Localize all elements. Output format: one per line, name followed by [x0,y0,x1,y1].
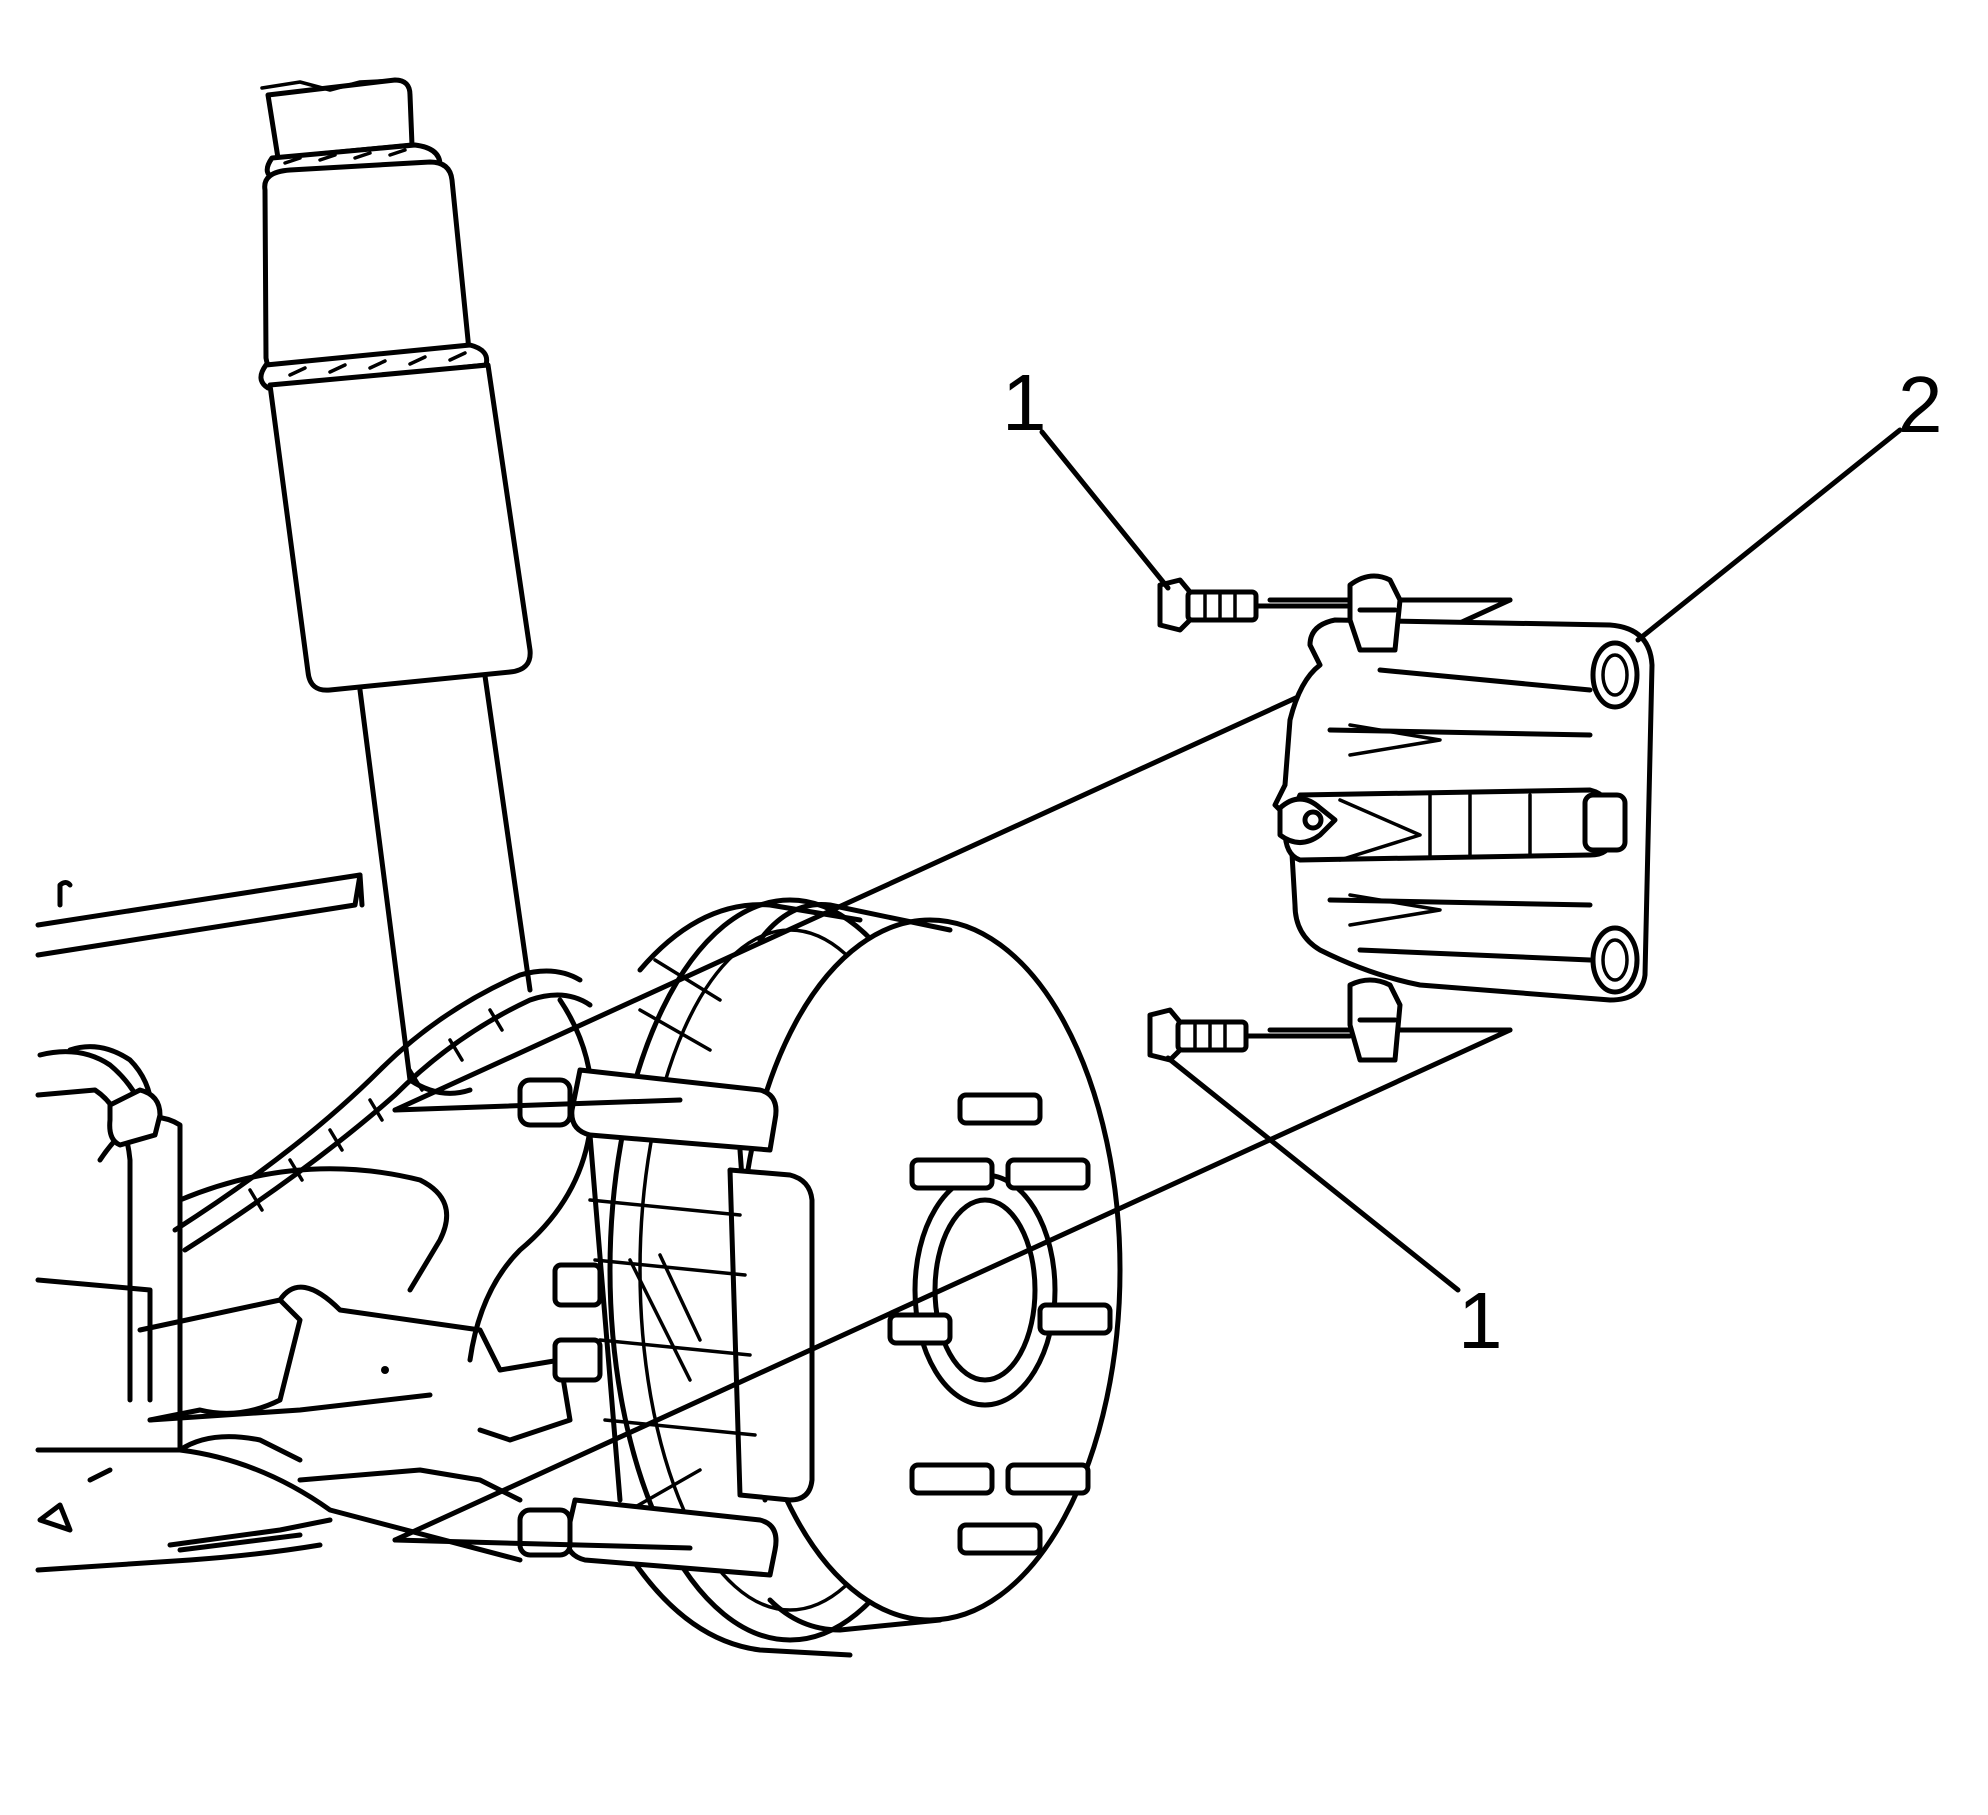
suspension-subframe [35,872,595,1573]
callout-bolt-upper: 1 [1002,358,1171,591]
brake-caliper [1272,573,1655,1063]
caliper-bracket [517,1067,815,1578]
callout-label-bolt-upper: 1 [1002,358,1047,447]
callout-label-caliper: 2 [1898,360,1943,449]
wheel-studs [887,1092,1113,1556]
caliper-bolt-upper [1157,577,1353,633]
caliper-bolt-lower [1147,1007,1353,1063]
callout-caliper: 2 [1635,360,1943,643]
strut-assembly [258,77,533,1096]
callout-label-bolt-lower: 1 [1458,1276,1503,1365]
callout-bolt-lower: 1 [1165,1055,1503,1365]
